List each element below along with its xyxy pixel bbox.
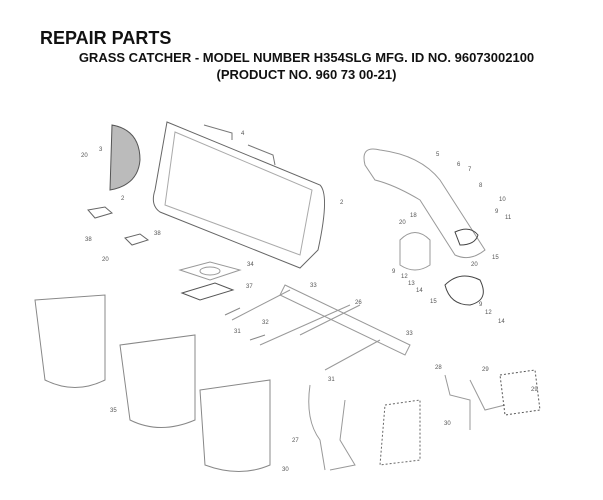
callout: 18 — [410, 213, 417, 219]
callout: 10 — [499, 197, 506, 203]
frame-part — [231, 284, 411, 371]
bag-bins — [34, 294, 271, 472]
chute-cap-18 — [399, 232, 431, 271]
callout: 13 — [408, 281, 415, 287]
callout: 7 — [468, 167, 472, 173]
callout: 4 — [241, 131, 245, 137]
callout: 9 — [495, 209, 499, 215]
callout: 20 — [399, 220, 406, 226]
callout: 38 — [154, 231, 161, 237]
plate-34 — [178, 261, 242, 281]
callout: 12 — [401, 274, 408, 280]
mount-bracket-part — [444, 374, 506, 430]
callout: 9 — [392, 269, 396, 275]
callout: 29 — [482, 367, 489, 373]
callout: 3 — [99, 147, 103, 153]
callout: 9 — [479, 302, 483, 308]
callout: 30 — [282, 467, 289, 473]
bracket-part — [87, 206, 150, 246]
callout: 2 — [340, 200, 344, 206]
gasket-37 — [180, 282, 235, 301]
page-subtitle: GRASS CATCHER - MODEL NUMBER H354SLG MFG… — [78, 50, 535, 65]
callout: 30 — [444, 421, 451, 427]
callout: 35 — [110, 408, 117, 414]
callout: 6 — [457, 162, 461, 168]
callout: 33 — [310, 283, 317, 289]
callout: 37 — [246, 284, 253, 290]
callout: 15 — [430, 299, 437, 305]
cover-part — [444, 275, 484, 306]
callout: 20 — [471, 262, 478, 268]
callout: 5 — [436, 152, 440, 158]
handle-part — [308, 384, 356, 471]
callout: 26 — [355, 300, 362, 306]
screen-part — [109, 124, 141, 191]
callout: 29 — [531, 387, 538, 393]
callout: 11 — [505, 215, 512, 221]
callout: 33 — [406, 331, 413, 337]
callout: 12 — [485, 310, 492, 316]
callout: 14 — [498, 319, 505, 325]
deflector-part — [379, 399, 421, 466]
page-title: REPAIR PARTS — [40, 28, 172, 48]
callout: 31 — [234, 329, 241, 335]
callout: 20 — [102, 257, 109, 263]
callout: 38 — [85, 237, 92, 243]
catcher-top-frame — [152, 121, 326, 269]
chute-part — [363, 148, 486, 259]
callout: 8 — [479, 183, 483, 189]
callout: 2 — [121, 196, 125, 202]
callout: 32 — [262, 320, 269, 326]
callout: 28 — [435, 365, 442, 371]
product-number: (PRODUCT NO. 960 73 00-21) — [216, 67, 397, 82]
callout: 27 — [292, 438, 299, 444]
callout: 31 — [328, 377, 335, 383]
callout: 34 — [247, 262, 254, 268]
callout: 15 — [492, 255, 499, 261]
callout: 20 — [81, 153, 88, 159]
callout: 14 — [416, 288, 423, 294]
